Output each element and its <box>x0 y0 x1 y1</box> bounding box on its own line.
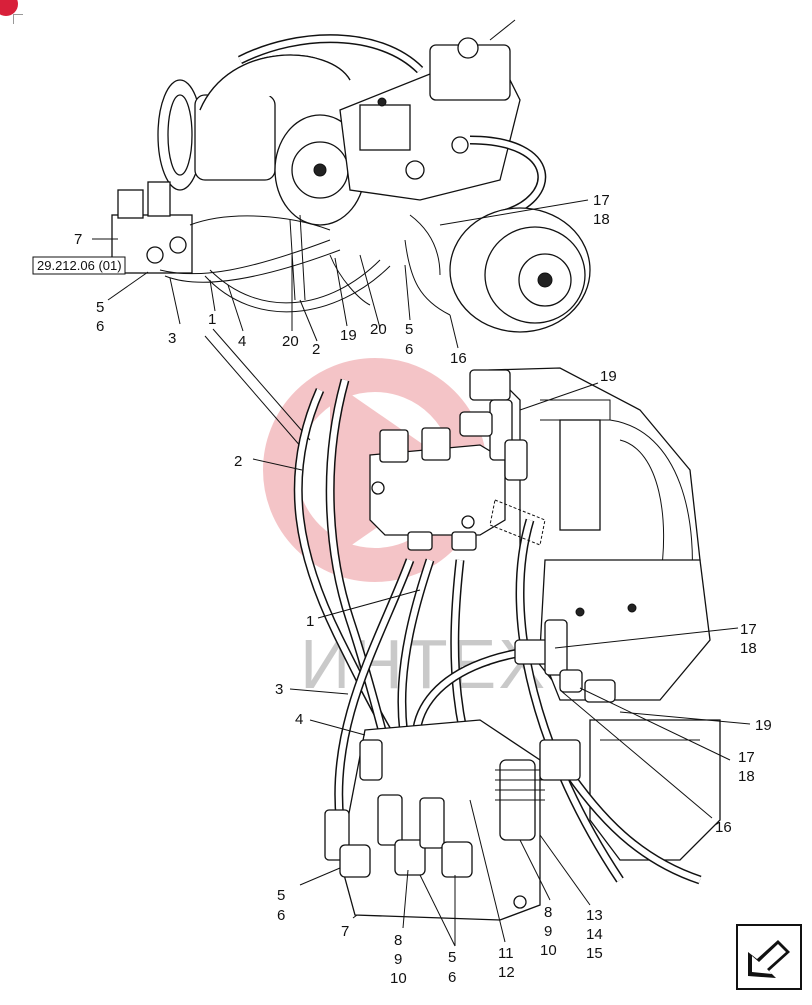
callout-5b-top: 5 <box>405 321 413 338</box>
callout-17a: 17 <box>740 621 757 638</box>
callout-5: 5 <box>277 887 285 904</box>
callout-6b: 6 <box>448 969 456 986</box>
callout-2-top: 2 <box>312 341 320 358</box>
plus-badge-icon[interactable] <box>0 0 18 16</box>
callout-7: 7 <box>341 923 349 940</box>
reference-box[interactable] <box>32 256 126 275</box>
callout-18a: 18 <box>740 640 757 657</box>
top-leaders <box>92 199 589 449</box>
callout-3-top: 3 <box>168 330 176 347</box>
callout-8a: 8 <box>394 932 402 949</box>
callout-19a: 19 <box>600 368 617 385</box>
callout-17-top: 17 <box>593 192 610 209</box>
callout-16: 16 <box>715 819 732 836</box>
callout-10b: 10 <box>540 942 557 959</box>
callout-1-top: 1 <box>208 311 216 328</box>
callout-6b-top: 6 <box>405 341 413 358</box>
callout-5-top: 5 <box>96 299 104 316</box>
callout-9b: 9 <box>544 923 552 940</box>
crop-corner-mark <box>13 14 23 24</box>
callout-18b: 18 <box>738 768 755 785</box>
callout-15: 15 <box>586 945 603 962</box>
callout-8b: 8 <box>544 904 552 921</box>
callout-4: 4 <box>295 711 303 728</box>
callout-16-top: 16 <box>450 350 467 367</box>
callout-6: 6 <box>277 907 285 924</box>
callout-13: 13 <box>586 907 603 924</box>
main-leaders <box>252 382 751 947</box>
top-assembly <box>111 19 591 333</box>
reference-box-label[interactable]: 29.212.06 (01) <box>37 258 122 273</box>
callout-20a-top: 20 <box>282 333 299 350</box>
callout-2: 2 <box>234 453 242 470</box>
callout-7-top: 7 <box>74 231 82 248</box>
callout-1: 1 <box>306 613 314 630</box>
callout-12: 12 <box>498 964 515 981</box>
callout-4-top: 4 <box>238 333 246 350</box>
callout-9a: 9 <box>394 951 402 968</box>
callout-6-top: 6 <box>96 318 104 335</box>
callout-19b: 19 <box>755 717 772 734</box>
main-assembly <box>293 367 721 921</box>
callout-20b-top: 20 <box>370 321 387 338</box>
callout-11: 11 <box>498 945 514 962</box>
callout-19-top: 19 <box>340 327 357 344</box>
navigate-back-button[interactable] <box>736 924 802 990</box>
callout-10a: 10 <box>390 970 407 987</box>
callout-18-top: 18 <box>593 211 610 228</box>
callout-5b: 5 <box>448 949 456 966</box>
arrow-down-left-icon <box>748 940 790 978</box>
callout-14: 14 <box>586 926 603 943</box>
callout-3: 3 <box>275 681 283 698</box>
callout-17b: 17 <box>738 749 755 766</box>
